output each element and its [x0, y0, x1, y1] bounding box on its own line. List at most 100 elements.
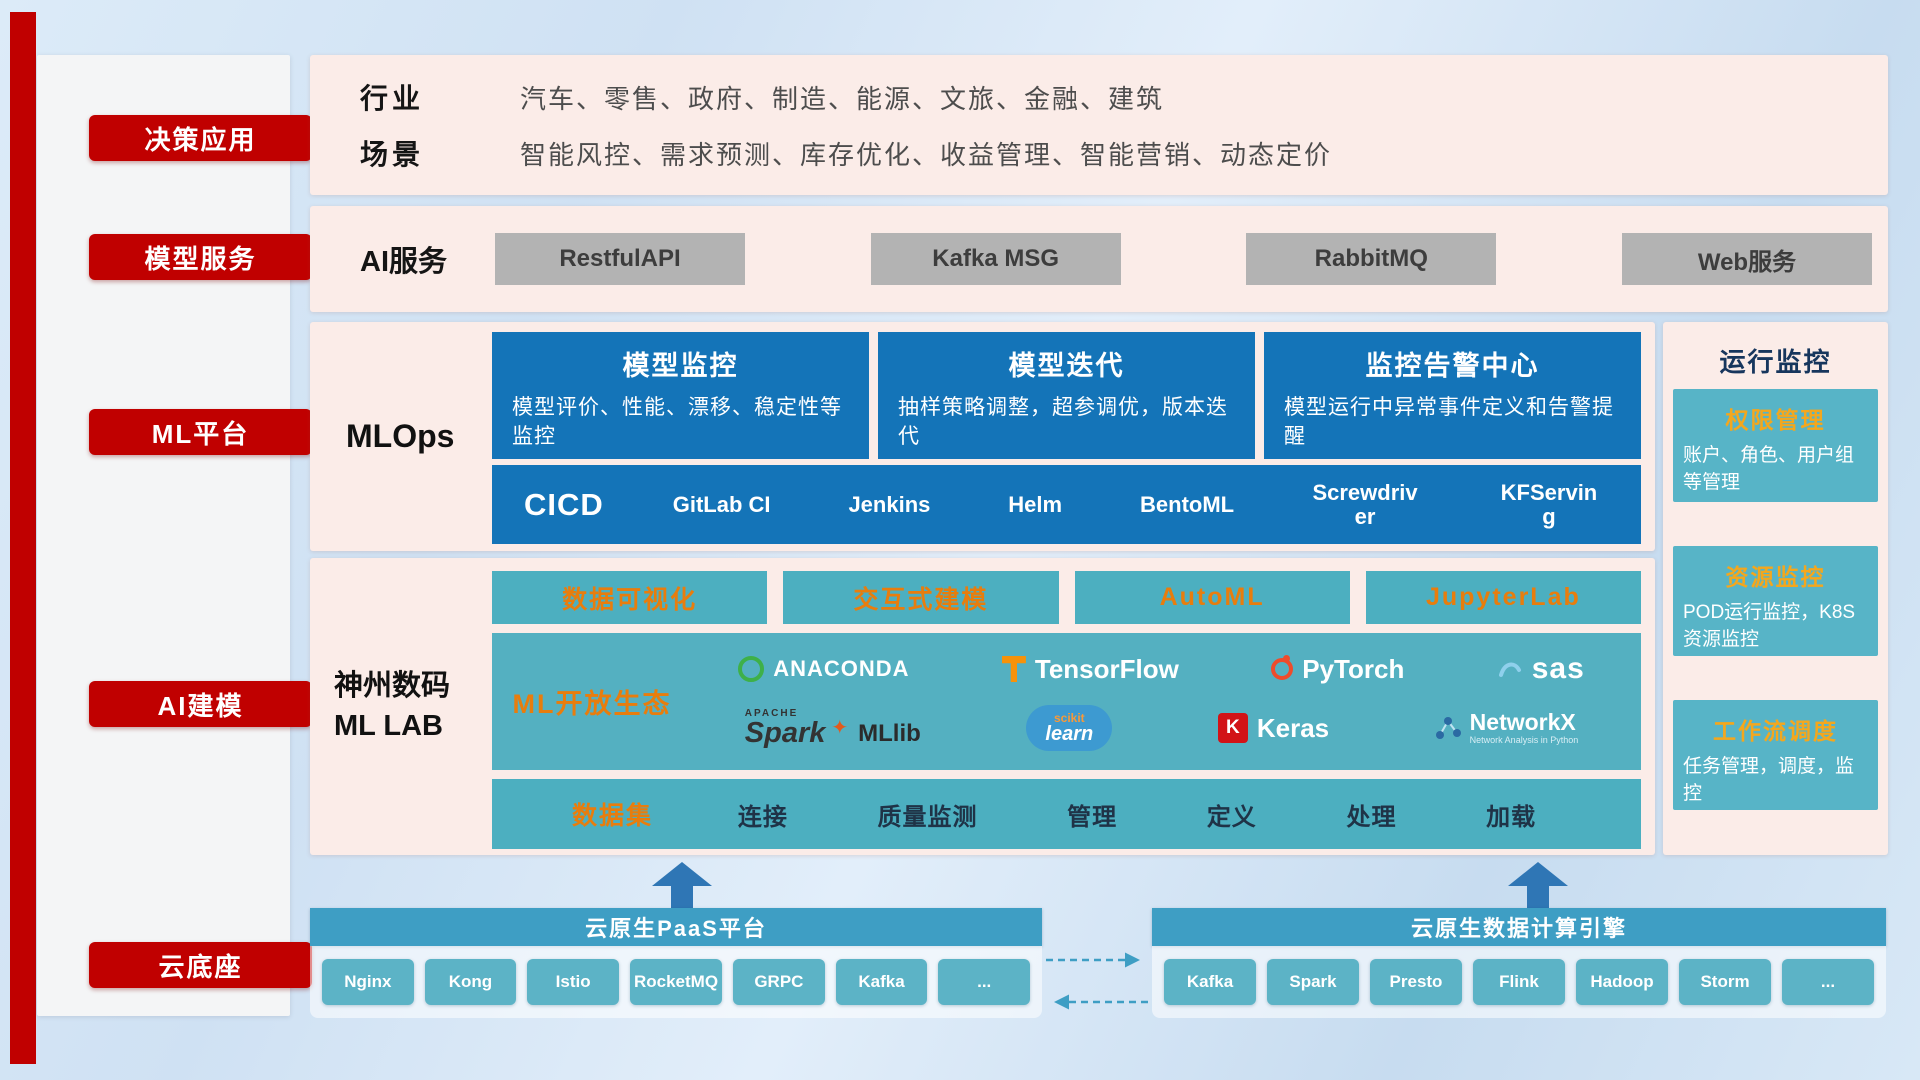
card-title: 模型迭代 [1008, 351, 1125, 381]
restful-api-button[interactable]: RestfulAPI [495, 233, 745, 285]
ai-service-buttons: RestfulAPI Kafka MSG RabbitMQ Web服务 [495, 233, 1872, 285]
scenario-values: 智能风控、需求预测、库存优化、收益管理、智能营销、动态定价 [520, 139, 1333, 170]
card-desc: 任务管理，调度，监控 [1683, 756, 1855, 804]
paas-components: Nginx Kong Istio RocketMQ GRPC Kafka ... [310, 946, 1042, 1018]
dataset-process: 处理 [1346, 803, 1397, 831]
cicd-label: CICD [524, 486, 604, 522]
flink-chip[interactable]: Flink [1473, 959, 1565, 1005]
spark-star-icon: ✦ [831, 716, 849, 739]
scenario-label: 场景 [360, 139, 425, 170]
spark-chip[interactable]: Spark [1267, 959, 1359, 1005]
pytorch-logo: PyTorch [1271, 654, 1404, 685]
workflow-schedule-card: 工作流调度 任务管理，调度，监控 [1673, 700, 1878, 810]
more-chip[interactable]: ... [938, 959, 1031, 1005]
data-engine-bar: 云原生数据计算引擎 [1152, 908, 1886, 946]
ai-service-panel: AI服务 RestfulAPI Kafka MSG RabbitMQ Web服务 [310, 206, 1888, 312]
nginx-chip[interactable]: Nginx [322, 959, 414, 1005]
presto-chip[interactable]: Presto [1370, 959, 1462, 1005]
mlops-label: MLOps [346, 418, 455, 454]
card-title: 工作流调度 [1713, 718, 1838, 744]
dataset-load: 加载 [1486, 803, 1537, 831]
anaconda-icon [738, 656, 765, 682]
networkx-subtitle: Network Analysis in Python [1469, 734, 1579, 745]
ml-lab-tools: 数据可视化 交互式建模 AutoML JupyterLab [492, 571, 1641, 624]
mlops-panel: MLOps 模型监控 模型评价、性能、漂移、稳定性等监控 模型迭代 抽样策略调整… [310, 322, 1655, 551]
engine-components: Kafka Spark Presto Flink Hadoop Storm ..… [1152, 946, 1886, 1018]
learn-text: learn [1045, 723, 1094, 745]
operation-monitoring-title: 运行监控 [1719, 347, 1832, 377]
card-title: 资源监控 [1725, 564, 1826, 590]
dataset-manage: 管理 [1067, 803, 1118, 831]
hadoop-chip[interactable]: Hadoop [1576, 959, 1668, 1005]
interactive-modeling-button[interactable]: 交互式建模 [783, 571, 1059, 624]
kafka-engine-chip[interactable]: Kafka [1164, 959, 1256, 1005]
ml-lab-panel: 神州数码 ML LAB 数据可视化 交互式建模 AutoML JupyterLa… [310, 558, 1655, 855]
networkx-icon [1435, 717, 1461, 739]
dataset-bar: 数据集 连接 质量监测 管理 定义 处理 加载 [492, 779, 1641, 849]
dataset-define: 定义 [1206, 803, 1257, 831]
spark-mllib-logo: APACHE Spark ✦ MLlib [744, 708, 921, 749]
paas-platform-bar: 云原生PaaS平台 [310, 908, 1042, 946]
scikit-learn-logo: scikit learn [1026, 705, 1113, 751]
jenkins-item: Jenkins [848, 491, 931, 517]
anaconda-text: ANACONDA [773, 656, 910, 681]
operation-monitoring-panel: 运行监控 权限管理 账户、角色、用户组等管理 资源监控 POD运行监控，K8S资… [1663, 322, 1888, 855]
keras-text: Keras [1256, 712, 1330, 743]
screwdriver-item: Screwdriver [1312, 480, 1418, 529]
spark-text: Spark [744, 716, 826, 749]
sidebar-item-ai-modeling[interactable]: AI建模 [89, 681, 312, 727]
card-title: 监控告警中心 [1365, 351, 1540, 381]
dataset-quality: 质量监测 [877, 803, 978, 831]
ml-open-ecosystem-box: ML开放生态 ANACONDA TensorFlow PyTorch [492, 633, 1641, 770]
keras-logo: K Keras [1217, 712, 1330, 744]
alert-center-card: 监控告警中心 模型运行中异常事件定义和告警提醒 [1264, 332, 1641, 459]
sidebar: 决策应用 模型服务 ML平台 AI建模 云底座 [37, 55, 312, 1016]
sidebar-item-model-service[interactable]: 模型服务 [89, 234, 312, 280]
jupyterlab-button[interactable]: JupyterLab [1365, 571, 1641, 624]
web-service-button[interactable]: Web服务 [1621, 233, 1872, 285]
card-title: 权限管理 [1725, 407, 1826, 433]
kafka-chip[interactable]: Kafka [835, 959, 928, 1005]
data-engine-title: 云原生数据计算引擎 [1410, 916, 1627, 941]
automl-button[interactable]: AutoML [1074, 571, 1350, 624]
industry-scenario-panel: 行业 汽车、零售、政府、制造、能源、文旅、金融、建筑 场景 智能风控、需求预测、… [310, 55, 1888, 195]
kfserving-item: KFServing [1500, 480, 1598, 529]
more-engine-chip[interactable]: ... [1782, 959, 1874, 1005]
networkx-logo: NetworkX Network Analysis in Python [1435, 710, 1579, 745]
data-visualization-button[interactable]: 数据可视化 [492, 571, 768, 624]
dataset-connect: 连接 [737, 803, 788, 831]
tensorflow-logo: TensorFlow [1001, 654, 1179, 685]
sas-icon [1498, 662, 1521, 677]
card-desc: POD运行监控，K8S资源监控 [1683, 602, 1856, 650]
sas-logo: sas [1497, 652, 1585, 686]
up-arrow-left [652, 862, 712, 908]
ai-service-label: AI服务 [360, 246, 448, 278]
ecosystem-logos: ANACONDA TensorFlow PyTorch sas [692, 633, 1641, 770]
dataset-items: 连接 质量监测 管理 定义 处理 加载 [693, 797, 1581, 832]
istio-chip[interactable]: Istio [527, 959, 619, 1005]
keras-icon: K [1217, 713, 1248, 743]
resource-monitor-card: 资源监控 POD运行监控，K8S资源监控 [1673, 546, 1878, 656]
ml-lab-label: 神州数码 ML LAB [322, 558, 490, 855]
kong-chip[interactable]: Kong [424, 959, 517, 1005]
ml-open-ecosystem-label: ML开放生态 [512, 689, 672, 719]
grpc-chip[interactable]: GRPC [733, 959, 825, 1005]
sidebar-item-ml-platform[interactable]: ML平台 [89, 409, 312, 455]
cicd-tools: GitLab CI Jenkins Helm BentoML Screwdriv… [634, 481, 1641, 527]
left-accent-bar [10, 12, 36, 1064]
kafka-msg-button[interactable]: Kafka MSG [870, 233, 1121, 285]
tensorflow-icon [1001, 656, 1026, 682]
dashed-flow-arrows [1046, 952, 1148, 1010]
storm-chip[interactable]: Storm [1679, 959, 1771, 1005]
bentoml-item: BentoML [1140, 491, 1235, 517]
model-monitor-card: 模型监控 模型评价、性能、漂移、稳定性等监控 [492, 332, 869, 459]
mlops-cards: 模型监控 模型评价、性能、漂移、稳定性等监控 模型迭代 抽样策略调整，超参调优，… [492, 332, 1641, 459]
rocketmq-chip[interactable]: RocketMQ [629, 959, 723, 1005]
sidebar-item-decision-app[interactable]: 决策应用 [89, 115, 312, 161]
industry-values: 汽车、零售、政府、制造、能源、文旅、金融、建筑 [520, 83, 1165, 114]
sidebar-item-cloud-base[interactable]: 云底座 [89, 942, 312, 988]
rabbitmq-button[interactable]: RabbitMQ [1246, 233, 1497, 285]
cicd-bar: CICD GitLab CI Jenkins Helm BentoML Scre… [492, 465, 1641, 544]
mllib-text: MLlib [858, 719, 921, 747]
